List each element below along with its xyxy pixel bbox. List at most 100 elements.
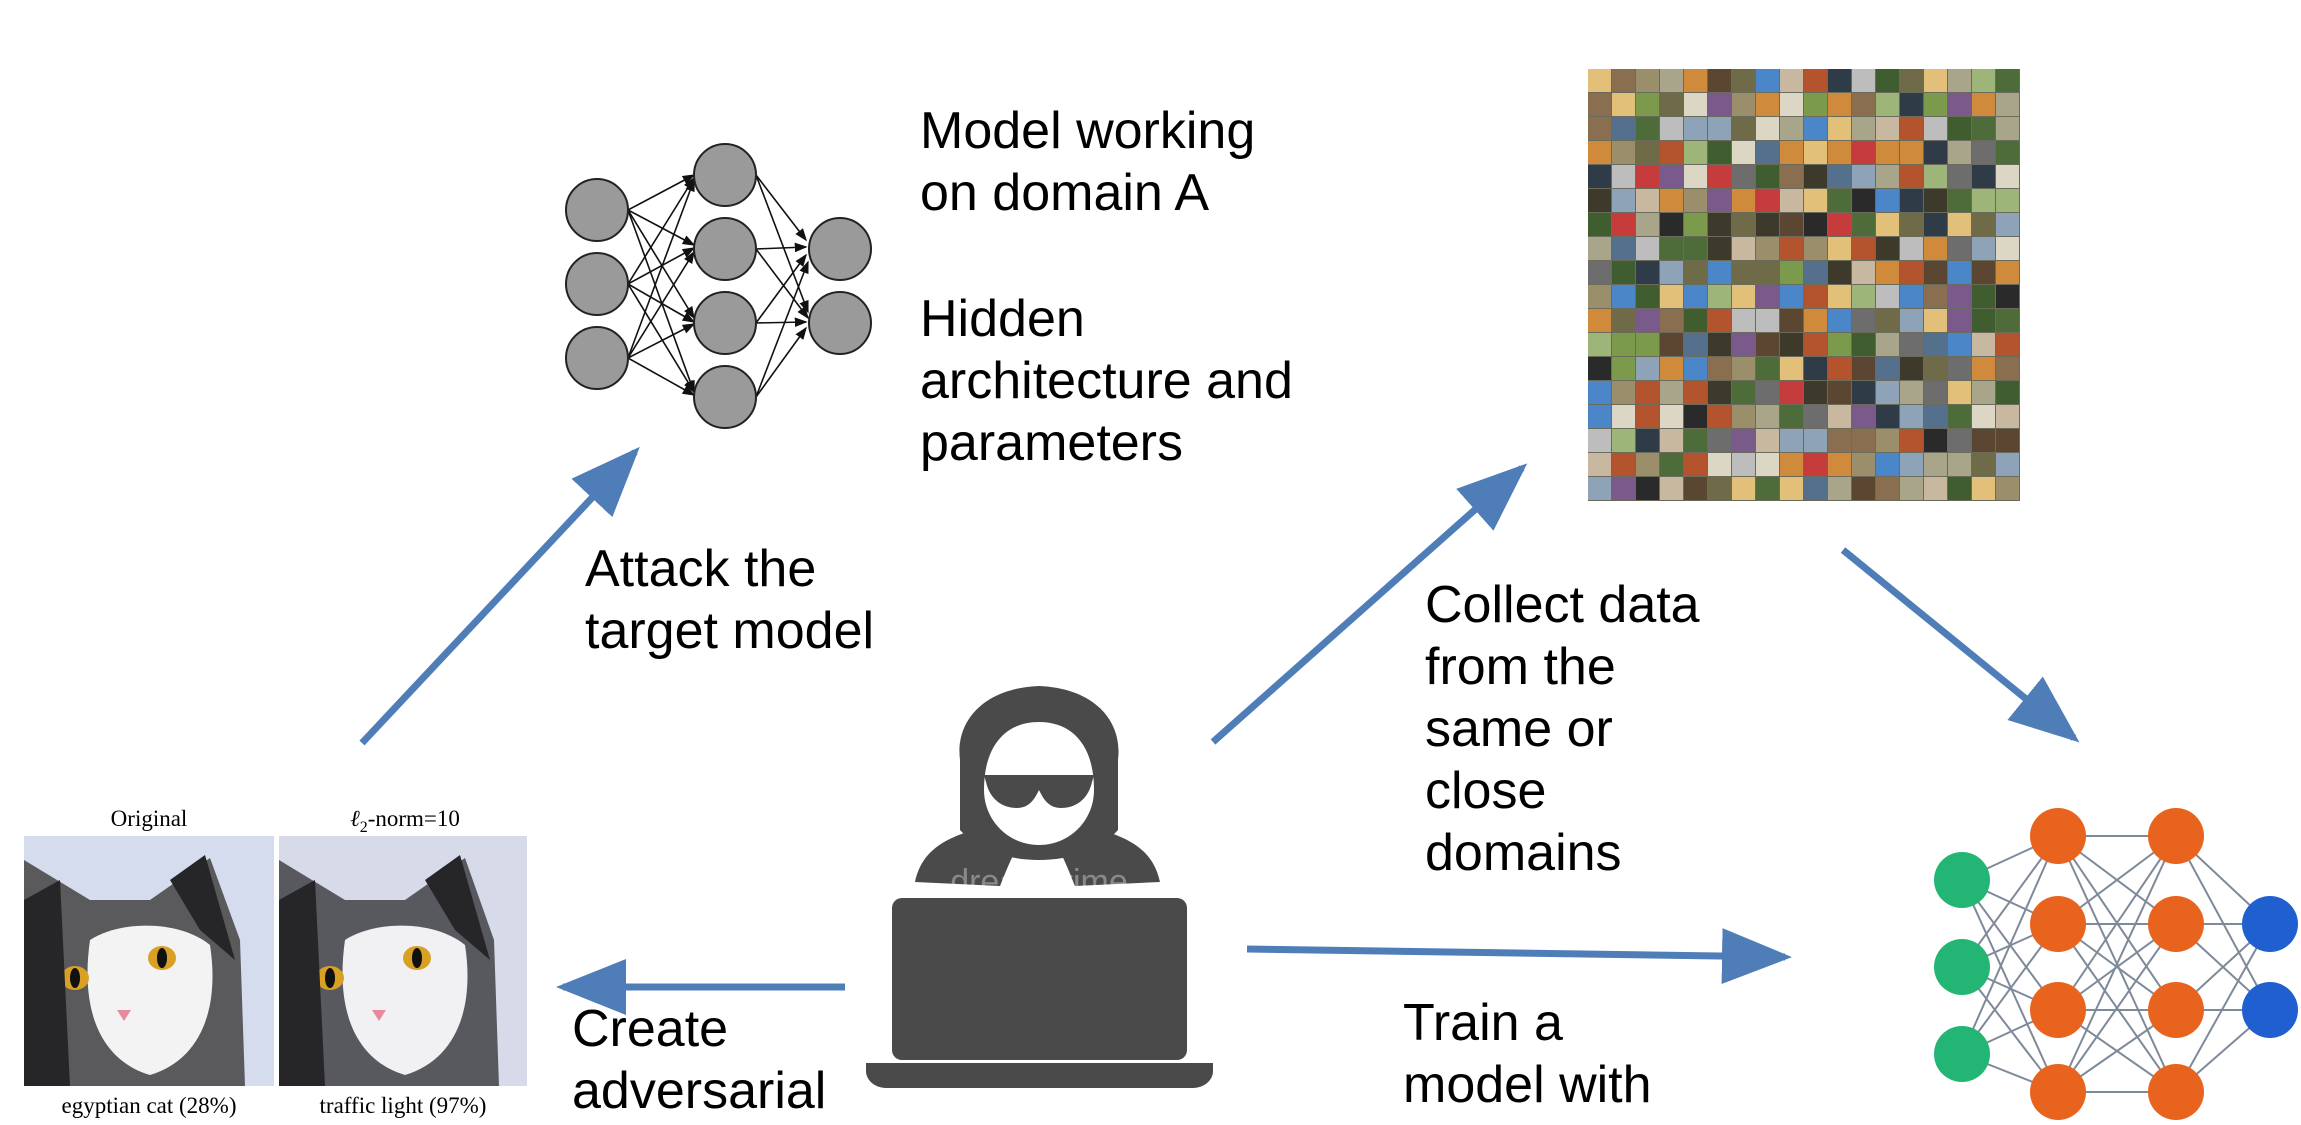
mosaic-tile xyxy=(1732,117,1755,140)
mosaic-tile xyxy=(1876,453,1899,476)
sunglasses-icon xyxy=(984,775,1094,808)
mosaic-tile xyxy=(1852,69,1875,92)
mosaic-tile xyxy=(1780,117,1803,140)
target-model-line: architecture and xyxy=(920,352,1293,410)
mosaic-tile xyxy=(1708,261,1731,284)
mosaic-tile xyxy=(1900,261,1923,284)
mosaic-tile xyxy=(1612,165,1635,188)
mosaic-tile xyxy=(1804,213,1827,236)
surrogate-output-node xyxy=(2242,982,2298,1038)
mosaic-tile xyxy=(1612,117,1635,140)
mosaic-tile xyxy=(1996,165,2019,188)
mosaic-tile xyxy=(1660,405,1683,428)
mosaic-tile xyxy=(1876,69,1899,92)
mosaic-tile xyxy=(1924,213,1947,236)
mosaic-tile xyxy=(1612,477,1635,500)
mosaic-tile xyxy=(1828,213,1851,236)
mosaic-tile xyxy=(1924,117,1947,140)
mosaic-tile xyxy=(1756,405,1779,428)
surrogate-input-node xyxy=(1934,1026,1990,1082)
mosaic-tile xyxy=(1684,261,1707,284)
mosaic-tile xyxy=(1780,477,1803,500)
mosaic-tile xyxy=(1828,285,1851,308)
mosaic-tile xyxy=(1996,93,2019,116)
mosaic-tile xyxy=(1996,453,2019,476)
mosaic-tile xyxy=(1612,429,1635,452)
mosaic-tile xyxy=(1876,213,1899,236)
original-cat-image xyxy=(24,836,274,1086)
mosaic-tile xyxy=(1972,189,1995,212)
mosaic-tile xyxy=(1732,357,1755,380)
mosaic-tile xyxy=(1732,165,1755,188)
mosaic-tile xyxy=(1948,213,1971,236)
mosaic-tile xyxy=(1636,309,1659,332)
mosaic-tile xyxy=(1780,93,1803,116)
mosaic-tile xyxy=(1756,357,1779,380)
mosaic-tile xyxy=(1900,69,1923,92)
mosaic-tile xyxy=(1684,93,1707,116)
mosaic-tile xyxy=(1780,189,1803,212)
mosaic-tile xyxy=(1732,285,1755,308)
mosaic-tile xyxy=(1588,381,1611,404)
mosaic-tile xyxy=(1924,381,1947,404)
mosaic-tile xyxy=(1708,93,1731,116)
mosaic-tile xyxy=(1804,333,1827,356)
mosaic-tile xyxy=(1636,141,1659,164)
mosaic-tile xyxy=(1828,357,1851,380)
mosaic-tile xyxy=(1660,213,1683,236)
mosaic-tile xyxy=(1756,141,1779,164)
mosaic-tile xyxy=(1876,189,1899,212)
mosaic-tile xyxy=(1996,309,2019,332)
target-hidden-node xyxy=(693,365,757,429)
mosaic-tile xyxy=(1756,381,1779,404)
mosaic-tile xyxy=(1900,381,1923,404)
mosaic-tile xyxy=(1948,309,1971,332)
target-hidden-node xyxy=(693,291,757,355)
mosaic-tile xyxy=(1972,165,1995,188)
mosaic-tile xyxy=(1852,189,1875,212)
target-model-description: Model working on domain A Hidden archite… xyxy=(920,100,1293,474)
mosaic-tile xyxy=(1900,429,1923,452)
mosaic-tile xyxy=(1804,381,1827,404)
mosaic-tile xyxy=(1876,285,1899,308)
mosaic-tile xyxy=(1636,333,1659,356)
mosaic-tile xyxy=(1588,213,1611,236)
mosaic-tile xyxy=(1876,333,1899,356)
surrogate-hidden-node xyxy=(2030,808,2086,864)
mosaic-tile xyxy=(1636,117,1659,140)
mosaic-tile xyxy=(1732,93,1755,116)
mosaic-tile xyxy=(1708,117,1731,140)
mosaic-tile xyxy=(1924,69,1947,92)
mosaic-tile xyxy=(1996,237,2019,260)
mosaic-tile xyxy=(1588,405,1611,428)
mosaic-tile xyxy=(1780,381,1803,404)
mosaic-tile xyxy=(1996,405,2019,428)
mosaic-tile xyxy=(1612,213,1635,236)
watermark: dreamstime xyxy=(950,863,1128,901)
mosaic-tile xyxy=(1972,213,1995,236)
mosaic-tile xyxy=(1948,69,1971,92)
mosaic-tile xyxy=(1828,405,1851,428)
mosaic-tile xyxy=(1684,69,1707,92)
mosaic-tile xyxy=(1660,333,1683,356)
mosaic-tile xyxy=(1780,333,1803,356)
mosaic-tile xyxy=(1732,69,1755,92)
mosaic-tile xyxy=(1996,357,2019,380)
collect-label: Collect data from the same or close doma… xyxy=(1425,574,1700,884)
mosaic-tile xyxy=(1756,117,1779,140)
mosaic-tile xyxy=(1756,285,1779,308)
mosaic-tile xyxy=(1804,357,1827,380)
perturbed-cat-image xyxy=(279,836,527,1086)
mosaic-tile xyxy=(1828,69,1851,92)
surrogate-edge xyxy=(2175,923,2271,1093)
mosaic-tile xyxy=(1852,309,1875,332)
mosaic-tile xyxy=(1612,93,1635,116)
mosaic-tile xyxy=(1804,117,1827,140)
mosaic-tile xyxy=(1684,117,1707,140)
mosaic-tile xyxy=(1828,453,1851,476)
mosaic-tile xyxy=(1828,189,1851,212)
mosaic-tile xyxy=(1756,189,1779,212)
mosaic-tile xyxy=(1924,93,1947,116)
target-model-network xyxy=(565,143,872,429)
